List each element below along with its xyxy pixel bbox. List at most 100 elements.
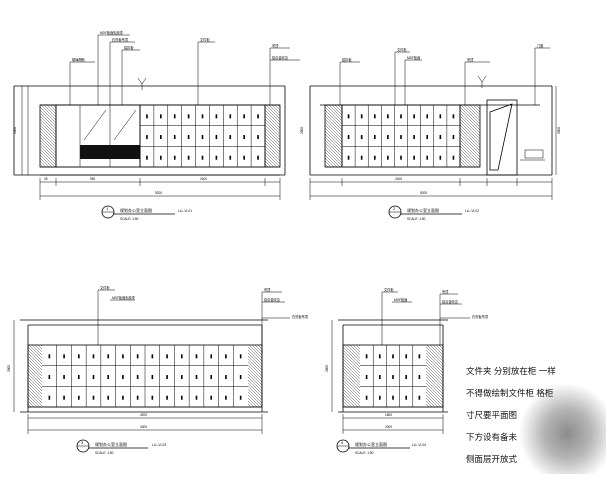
hatch-e4-right [425, 344, 444, 408]
cabinet-e3-handle [77, 395, 80, 400]
hatch-e4-left [342, 344, 361, 408]
elevation-2-id: 2 [393, 206, 396, 211]
cabinet-e1-handle [173, 155, 176, 160]
cabinet-e3-handle [122, 354, 124, 359]
hatch-e1-left [39, 104, 57, 168]
cabinet-e1-handle [215, 135, 218, 140]
cabinet-e2-handle [413, 114, 415, 119]
elevation-4: 文件柜 MDF板面 吊顶 铝合金收边 石膏板吊顶 1800 2000 2800 … [325, 287, 489, 455]
svg-text:35: 35 [44, 177, 48, 181]
svg-text:铝合金收边: 铝合金收边 [442, 299, 459, 304]
svg-text:MDF板面: MDF板面 [407, 55, 420, 60]
note-line-5: 侧面层开放式 [466, 454, 518, 464]
cabinet-e3-handle [225, 354, 227, 359]
cabinet-e1-handle [229, 155, 232, 160]
cabinet-e3-handle [48, 354, 51, 359]
svg-text:MDF板面乳胶漆: MDF板面乳胶漆 [112, 295, 136, 300]
cabinet-e3-handle [210, 354, 213, 359]
elevation-3-scale: SCALE: 1:50 [95, 451, 114, 455]
elevation-2-title: 规划办公室立面图 [407, 207, 439, 213]
cabinet-e1-handle [229, 135, 232, 140]
cabinet-e3-handle [239, 375, 242, 380]
cabinet-e3-handle [180, 354, 183, 359]
elevation-3-title: 规划办公室立面图 [95, 441, 127, 447]
cabinet-e1-handle [201, 135, 204, 140]
cabinet-e1-handle [187, 155, 190, 160]
cabinet-e1-handle [201, 114, 204, 119]
cabinet-e2-handle [439, 135, 442, 140]
svg-text:2400: 2400 [395, 177, 402, 181]
cabinet-e1-handle [243, 155, 245, 160]
cabinet-e4-handle [379, 354, 381, 359]
svg-text:950: 950 [90, 177, 96, 181]
svg-text:吊顶: 吊顶 [272, 44, 279, 48]
elevation-1-scale: SCALE: 1:50 [120, 217, 139, 221]
cabinet-e3-handle [122, 375, 124, 380]
hatch-e3-left [27, 344, 43, 408]
cabinet-e3-handle [166, 375, 168, 380]
cabinet-e3-handle [166, 395, 168, 400]
elevation-1-id: 1 [106, 206, 109, 211]
cabinet-e2-handle [373, 155, 376, 160]
cabinet-e1-handle [257, 155, 259, 160]
cabinet-e2-handle [452, 155, 455, 160]
cabinet-e2-handle [347, 135, 350, 140]
svg-text:2800: 2800 [557, 127, 561, 134]
cabinet-e3-handle [225, 375, 227, 380]
elevation-3-ref: LLL-VI-03 [152, 443, 166, 447]
cabinet-e1-handle [146, 135, 148, 140]
svg-text:文件柜: 文件柜 [384, 287, 394, 292]
cabinet-e3-handle [151, 395, 154, 400]
note-line-4: 下方设有备未 [466, 432, 518, 442]
elevation-4-scale: SCALE: 1:50 [355, 451, 374, 455]
svg-text:2400: 2400 [200, 177, 207, 181]
cabinet-e2-handle [373, 114, 376, 119]
cabinet-e4-handle [392, 375, 394, 380]
svg-text:1800: 1800 [385, 413, 392, 417]
note-line-1: 文件夹 分别放在柜 一样 [466, 366, 556, 376]
svg-text:文件柜: 文件柜 [397, 47, 407, 52]
svg-text:2800: 2800 [325, 365, 329, 372]
elevation-2-ref: LLL-VI-02 [465, 209, 479, 213]
cabinet-e3-handle [77, 354, 80, 359]
cabinet-e2-handle [387, 155, 389, 160]
cabinet-e2-handle [426, 114, 429, 119]
cabinet-e3-handle [195, 375, 198, 380]
cabinet-e3-handle [63, 395, 65, 400]
cabinet-e3-handle [239, 354, 242, 359]
cabinet-e1-handle [146, 114, 148, 119]
cabinet-e1-handle [229, 114, 232, 119]
svg-text:吊顶: 吊顶 [442, 290, 449, 294]
cabinet-e1-handle [201, 155, 204, 160]
cabinet-e3-handle [195, 395, 198, 400]
cabinet-e3-handle [180, 395, 183, 400]
note-line-3: 寸尺要平面图 [466, 410, 518, 420]
cabinet-e1-handle [257, 135, 259, 140]
cabinet-e4-handle [365, 395, 368, 400]
svg-text:2800: 2800 [13, 127, 17, 134]
elevation-1-title: 规划办公室立面图 [120, 207, 152, 213]
cabinet-e3-handle [225, 395, 227, 400]
cabinet-e2-handle [413, 155, 415, 160]
cabinet-e4-handle [379, 395, 381, 400]
cabinet-e3-handle [48, 375, 51, 380]
cabinet-e1-handle [257, 114, 259, 119]
elevation-4-title: 规划办公室立面图 [355, 441, 387, 447]
svg-text:石膏板吊顶: 石膏板吊顶 [292, 314, 309, 319]
svg-text:文件柜: 文件柜 [100, 285, 110, 290]
cabinet-e2-handle [347, 155, 350, 160]
svg-text:2800: 2800 [300, 127, 304, 134]
elevation-4-ref: LLL-VI-04 [412, 443, 426, 447]
cabinet-e4-handle [365, 375, 368, 380]
cabinet-e3-handle [239, 395, 242, 400]
cabinet-e3-handle [166, 354, 168, 359]
svg-text:铝扣板: 铝扣板 [124, 45, 134, 50]
cabinet-e2-handle [387, 135, 389, 140]
svg-text:MDF板面: MDF板面 [394, 297, 407, 302]
cabinet-e3-handle [151, 375, 154, 380]
cabinet-e3-handle [151, 354, 154, 359]
elevation-3-id: 3 [81, 440, 84, 445]
cabinet-e2-handle [413, 135, 415, 140]
cabinet-e2-handle [426, 135, 429, 140]
elevation-4-id: 4 [341, 440, 344, 445]
